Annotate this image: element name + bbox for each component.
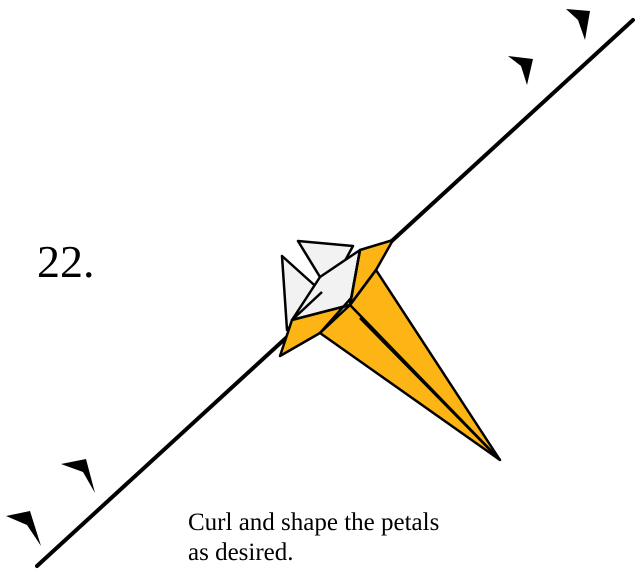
fold-line-3 [348,269,378,306]
lily-model [278,238,502,462]
arrowhead-icon [6,511,41,546]
arrowheads [6,9,590,546]
arrowhead-icon [508,56,533,85]
instruction-caption: Curl and shape the petals as desired. [188,508,439,568]
fold-line-5 [291,291,323,321]
fold-line-4 [348,249,362,306]
fold-line-2 [359,317,501,461]
arrowhead-icon [61,459,95,493]
arrowhead-icon [566,9,590,40]
orange-petal-left [278,268,378,358]
instruction-line-1: Curl and shape the petals [188,509,440,536]
step-number: 22. [37,236,95,287]
instruction-line-2: as desired. [188,539,294,566]
